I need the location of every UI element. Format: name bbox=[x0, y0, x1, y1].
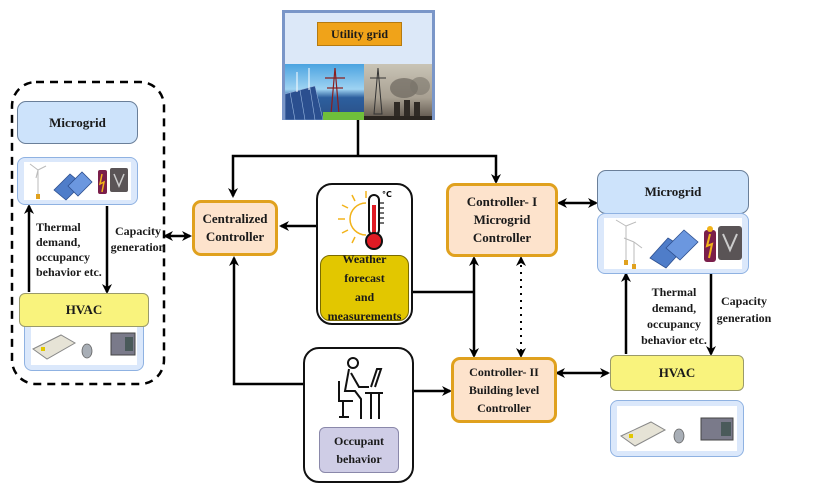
right-hvac-assets bbox=[610, 400, 744, 457]
person-at-desk-icon bbox=[338, 357, 383, 419]
left-hvac-box: HVAC bbox=[19, 293, 149, 327]
utility-grid-box: Utility grid bbox=[282, 10, 435, 121]
wind-solar-battery-icons bbox=[615, 219, 742, 269]
wire-grid-to-central bbox=[228, 154, 358, 198]
hvac-equipment-icons bbox=[32, 332, 136, 360]
occupant-label: Occupant behavior bbox=[319, 427, 399, 473]
occupant-box: Occupant behavior bbox=[303, 347, 414, 483]
wind-solar-battery-icons bbox=[29, 163, 128, 201]
left-up-label: Thermal demand, occupancy behavior etc. bbox=[36, 220, 102, 279]
right-hvac-box: HVAC bbox=[610, 355, 744, 391]
right-up-label: Thermal demand, occupancy behavior etc. bbox=[641, 285, 707, 347]
right-microgrid-header: Microgrid bbox=[597, 170, 749, 214]
controller-1-microgrid: Controller- I Microgrid Controller bbox=[446, 183, 558, 257]
left-microgrid-assets bbox=[17, 157, 138, 205]
solar-wind-pylon-photo bbox=[284, 64, 364, 121]
left-down-label: Capacity generation bbox=[110, 224, 166, 254]
weather-label: Weather forecast and measurements bbox=[320, 252, 409, 323]
power-plant-photo bbox=[364, 64, 432, 120]
sun-thermometer-icon: °C bbox=[338, 190, 392, 250]
wire-grid-to-ctrl1 bbox=[358, 154, 501, 184]
left-group-dashed-border bbox=[10, 80, 166, 386]
right-down-label: Capacity generation bbox=[716, 294, 772, 325]
wire-occupant-to-central bbox=[229, 256, 305, 386]
controller-2-building: Controller- II Building level Controller bbox=[451, 357, 557, 423]
centralized-controller: Centralized Controller bbox=[192, 200, 278, 256]
right-microgrid-assets bbox=[597, 213, 749, 274]
left-microgrid-header: Microgrid bbox=[17, 101, 138, 144]
weather-box: °C Weather forecast and measurements bbox=[316, 183, 413, 325]
celsius-unit: °C bbox=[382, 190, 392, 199]
utility-grid-label: Utility grid bbox=[317, 22, 402, 46]
hvac-equipment-icons bbox=[620, 417, 734, 447]
